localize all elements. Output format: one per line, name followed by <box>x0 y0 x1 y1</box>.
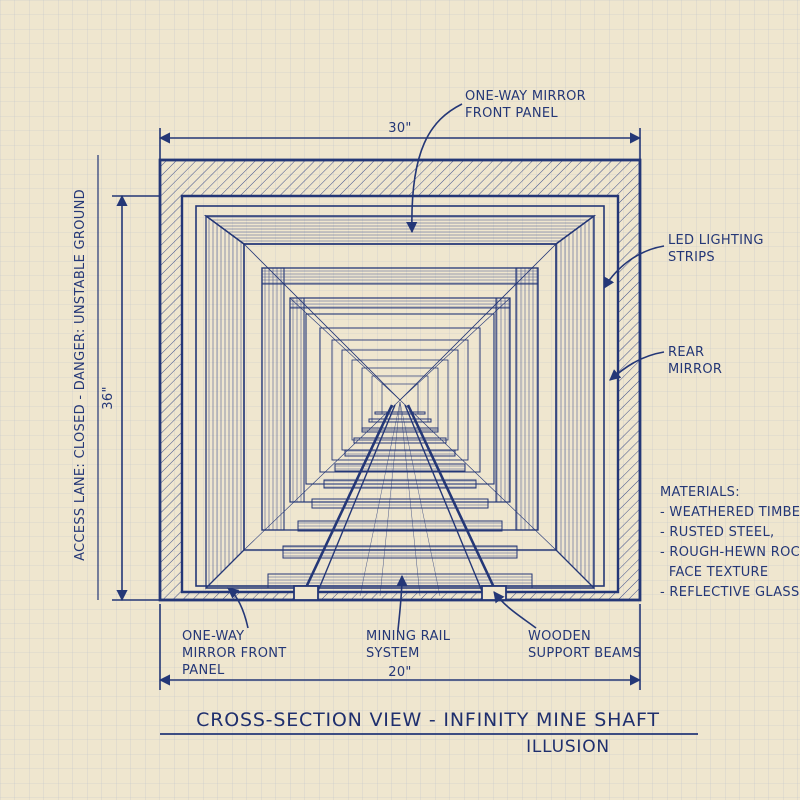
callout-mining-rail: MINING RAIL SYSTEM <box>366 629 455 661</box>
callout-front-panel-top: ONE-WAY MIRROR FRONT PANEL <box>465 89 590 121</box>
callout-front-panel-top-line1: ONE-WAY MIRROR <box>465 89 586 104</box>
dimension-height-label: 36" <box>101 386 116 409</box>
materials-heading: MATERIALS: <box>660 485 740 500</box>
callout-led-line2: STRIPS <box>668 250 715 265</box>
materials-list: MATERIALS: - WEATHERED TIMBER - RUSTED S… <box>660 485 800 600</box>
callout-arrows <box>227 103 665 631</box>
materials-item: FACE TEXTURE <box>660 565 768 580</box>
drawing-title: CROSS-SECTION VIEW - INFINITY MINE SHAFT <box>196 709 660 731</box>
access-lane-note: ACCESS LANE: CLOSED - DANGER: UNSTABLE G… <box>73 189 88 561</box>
dimension-lines <box>97 128 642 690</box>
callout-front-bottom-line3: PANEL <box>182 663 225 678</box>
callout-front-panel-top-line2: FRONT PANEL <box>465 106 558 121</box>
callout-beams-line2: SUPPORT BEAMS <box>528 646 641 661</box>
callout-rear-mirror: REAR MIRROR <box>668 345 722 377</box>
callout-rail-line2: SYSTEM <box>366 646 420 661</box>
callout-front-bottom-line2: MIRROR FRONT <box>182 646 287 661</box>
materials-item: - REFLECTIVE GLASS <box>660 585 800 600</box>
materials-item: - WEATHERED TIMBER <box>660 505 800 520</box>
callout-led-strips: LED LIGHTING STRIPS <box>668 233 768 265</box>
drawing-title-line2: ILLUSION <box>526 737 610 757</box>
callout-front-bottom-line1: ONE-WAY <box>182 629 244 644</box>
materials-item: - RUSTED STEEL, <box>660 525 774 540</box>
materials-item: - ROUGH-HEWN ROCK <box>660 545 800 560</box>
callout-front-panel-bottom: ONE-WAY MIRROR FRONT PANEL <box>182 629 291 678</box>
callout-led-line1: LED LIGHTING <box>668 233 764 248</box>
dimension-top-label: 30" <box>388 121 411 136</box>
callout-beams-line1: WOODEN <box>528 629 591 644</box>
callout-rear-line2: MIRROR <box>668 362 722 377</box>
dimension-bottom-label: 20" <box>388 665 411 680</box>
callout-rail-line1: MINING RAIL <box>366 629 451 644</box>
callout-support-beams: WOODEN SUPPORT BEAMS <box>528 629 641 661</box>
callout-rear-line1: REAR <box>668 345 704 360</box>
